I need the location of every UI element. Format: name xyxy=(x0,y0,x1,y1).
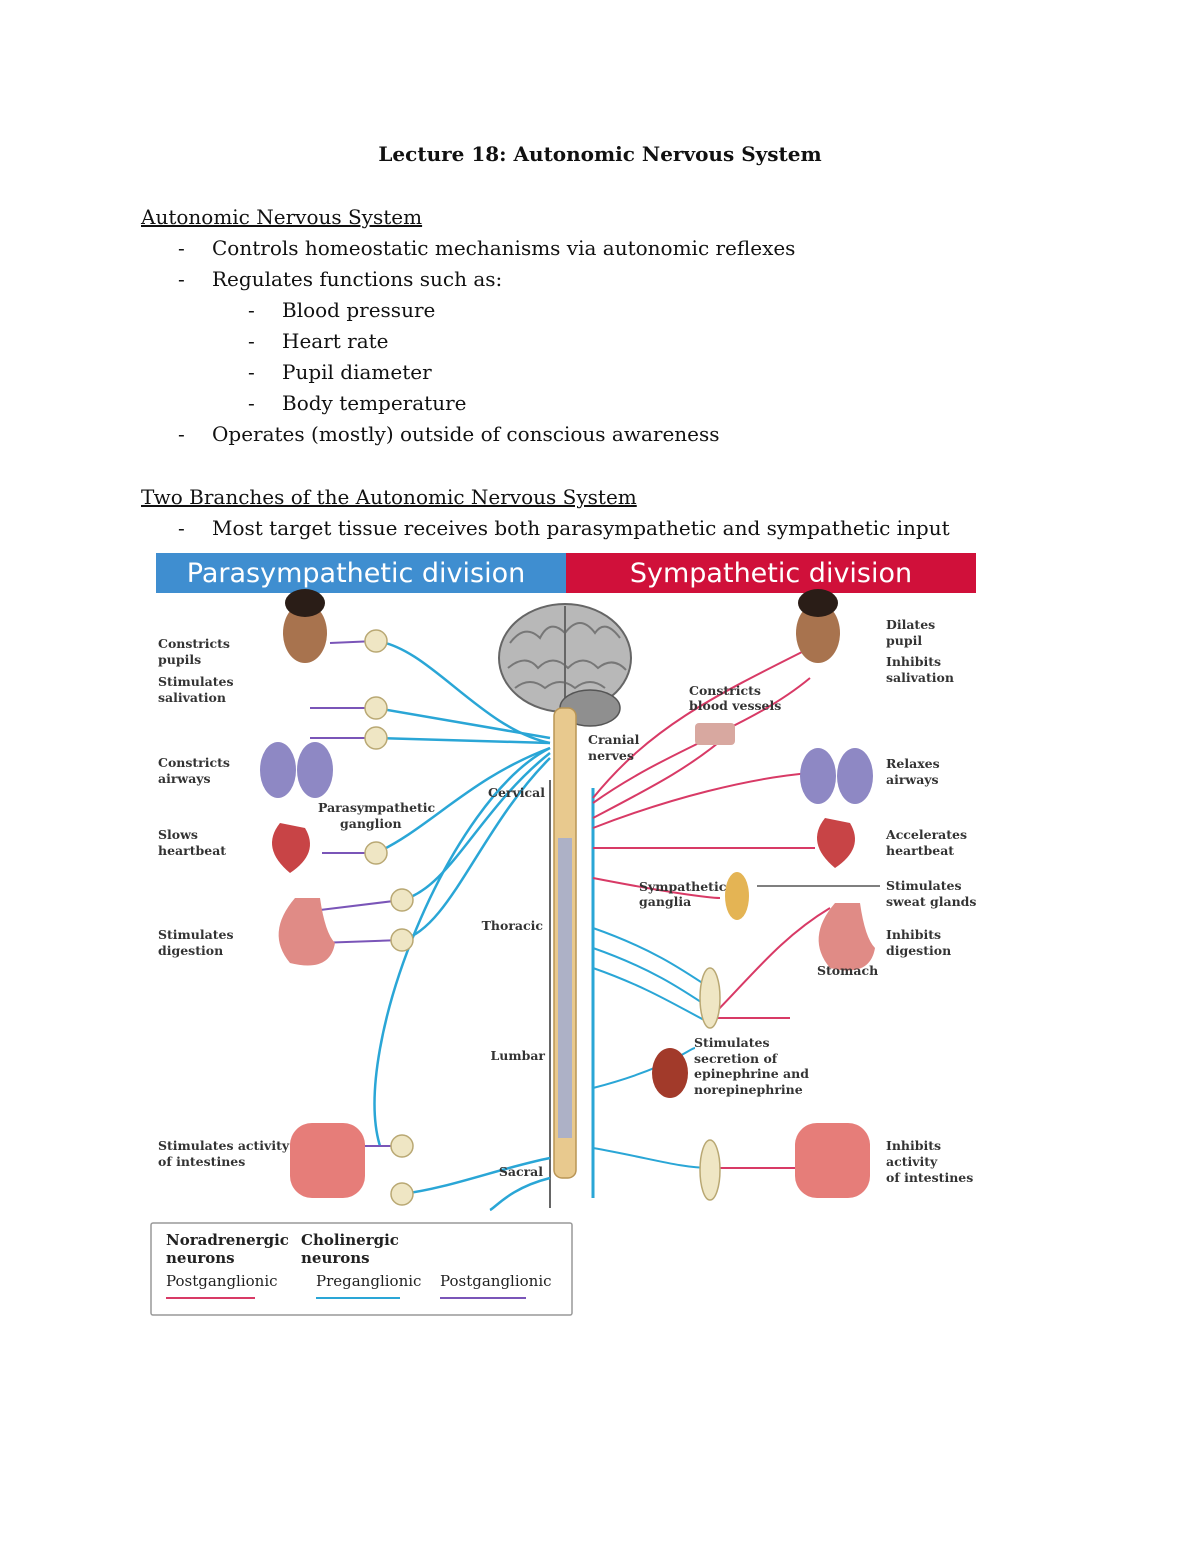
label-stimulates-digestion-1: Stimulates xyxy=(158,927,233,942)
label-inhibits-intestines-1: Inhibits xyxy=(886,1138,941,1153)
intestines-illustration-right xyxy=(795,1123,870,1198)
label-relaxes-airways-2: airways xyxy=(886,772,939,787)
label-stimulates-sweat-2: sweat glands xyxy=(886,894,976,909)
label-adrenal-4: norepinephrine xyxy=(694,1082,803,1097)
label-dilates-pupil-1: Dilates xyxy=(886,617,935,632)
label-relaxes-airways-1: Relaxes xyxy=(886,756,940,771)
legend-cholinergic-1: Cholinergic xyxy=(301,1231,399,1249)
cholinergic-postganglionic xyxy=(310,640,403,1147)
label-constricts-airways-1: Constricts xyxy=(158,755,230,770)
label-thoracic: Thoracic xyxy=(482,918,544,933)
label-dilates-pupil-2: pupil xyxy=(886,633,922,648)
sub-list-item: -Blood pressure xyxy=(248,298,436,322)
label-stimulates-digestion-2: digestion xyxy=(158,943,223,958)
label-adrenal-3: epinephrine and xyxy=(694,1066,809,1081)
lungs-illustration-right xyxy=(800,748,873,804)
legend-cholinergic-pre: Preganglionic xyxy=(316,1272,421,1290)
parasympathetic-nerves xyxy=(373,639,551,1212)
label-inhibits-digestion-1: Inhibits xyxy=(886,927,941,942)
label-inhibits-digestion-2: digestion xyxy=(886,943,951,958)
sympathetic-banner xyxy=(566,553,976,593)
intestines-illustration-left xyxy=(290,1123,365,1198)
label-stomach: Stomach xyxy=(817,963,878,978)
legend-noradrenergic-2: neurons xyxy=(166,1249,235,1267)
legend-noradrenergic-post: Postganglionic xyxy=(166,1272,278,1290)
label-accelerates-heartbeat-1: Accelerates xyxy=(885,827,967,842)
heart-illustration-left xyxy=(272,823,310,873)
heart-illustration-right xyxy=(817,818,855,868)
parasympathetic-effect-labels: Constricts pupils Stimulates salivation … xyxy=(158,636,436,1169)
banner-right-label: Sympathetic division xyxy=(630,558,912,589)
lungs-illustration-left xyxy=(260,742,333,798)
sympathetic-effect-labels: Dilates pupil Inhibits salivation Constr… xyxy=(639,617,976,1185)
label-sacral: Sacral xyxy=(499,1164,543,1179)
label-stimulates-salivation-1: Stimulates xyxy=(158,674,233,689)
label-accelerates-heartbeat-2: heartbeat xyxy=(886,843,954,858)
legend-noradrenergic-1: Noradrenergic xyxy=(166,1231,289,1249)
label-inhibits-intestines-3: of intestines xyxy=(886,1170,973,1185)
page-title: Lecture 18: Autonomic Nervous System xyxy=(378,142,822,166)
list-item: -Operates (mostly) outside of conscious … xyxy=(178,422,720,446)
adrenal-illustration xyxy=(652,1048,688,1098)
spinal-region-labels: Cranial nerves Cervical Thoracic Lumbar … xyxy=(482,732,640,1179)
sympathetic-postganglionic xyxy=(592,647,831,1169)
face-illustration-right xyxy=(796,589,840,663)
label-cranial-nerves-1: Cranial xyxy=(588,732,640,747)
label-stimulates-salivation-2: salivation xyxy=(158,690,226,705)
list-item: -Most target tissue receives both parasy… xyxy=(178,516,950,540)
parasympathetic-banner xyxy=(156,553,566,593)
label-adrenal-2: secretion of xyxy=(694,1051,779,1066)
label-inhibits-salivation-2: salivation xyxy=(886,670,954,685)
label-slows-heartbeat-2: heartbeat xyxy=(158,843,226,858)
sympathetic-preganglionic xyxy=(592,927,711,1169)
stomach-illustration-left xyxy=(278,898,335,966)
label-sympathetic-ganglia-1: Sympathetic xyxy=(639,879,727,894)
label-parasympathetic-ganglion-2: ganglion xyxy=(340,816,402,831)
section-heading-ans: Autonomic Nervous System xyxy=(141,205,423,229)
list-item: -Controls homeostatic mechanisms via aut… xyxy=(178,236,796,260)
sub-list-item: -Body temperature xyxy=(248,391,467,415)
label-constricts-pupils-1: Constricts xyxy=(158,636,230,651)
blood-vessel-illustration xyxy=(695,723,735,745)
label-stimulates-intestines-1: Stimulates activity xyxy=(158,1138,290,1153)
label-sympathetic-ganglia-2: ganglia xyxy=(639,894,691,909)
label-stimulates-sweat-1: Stimulates xyxy=(886,878,961,893)
label-inhibits-salivation-1: Inhibits xyxy=(886,654,941,669)
sympathetic-collateral-ganglia xyxy=(699,967,721,1201)
label-constricts-airways-2: airways xyxy=(158,771,211,786)
list-item: -Regulates functions such as: xyxy=(178,267,503,291)
label-cranial-nerves-2: nerves xyxy=(588,748,634,763)
label-lumbar: Lumbar xyxy=(490,1048,545,1063)
diagram-legend: Noradrenergic neurons Cholinergic neuron… xyxy=(150,1222,573,1316)
stomach-illustration-right xyxy=(818,903,875,971)
parasympathetic-ganglia xyxy=(364,629,414,1206)
ans-diagram: Parasympathetic division Sympathetic div… xyxy=(150,553,976,1316)
label-adrenal-1: Stimulates xyxy=(694,1035,769,1050)
label-stimulates-intestines-2: of intestines xyxy=(158,1154,245,1169)
label-inhibits-intestines-2: activity xyxy=(886,1154,938,1169)
section-heading-branches: Two Branches of the Autonomic Nervous Sy… xyxy=(141,485,637,509)
face-illustration-left xyxy=(283,589,327,663)
label-cervical: Cervical xyxy=(488,785,545,800)
legend-cholinergic-post: Postganglionic xyxy=(440,1272,552,1290)
spinal-cord xyxy=(549,707,577,1208)
sub-list-item: -Heart rate xyxy=(248,329,389,353)
label-constricts-vessels-1: Constricts xyxy=(689,683,761,698)
sub-list-item: -Pupil diameter xyxy=(248,360,432,384)
label-constricts-vessels-2: blood vessels xyxy=(689,698,781,713)
legend-cholinergic-2: neurons xyxy=(301,1249,370,1267)
brain-illustration xyxy=(498,603,632,727)
label-slows-heartbeat-1: Slows xyxy=(158,827,198,842)
label-parasympathetic-ganglion-1: Parasympathetic xyxy=(318,800,436,815)
banner-left-label: Parasympathetic division xyxy=(187,558,525,589)
label-constricts-pupils-2: pupils xyxy=(158,652,201,667)
sweat-gland-illustration xyxy=(725,872,749,920)
